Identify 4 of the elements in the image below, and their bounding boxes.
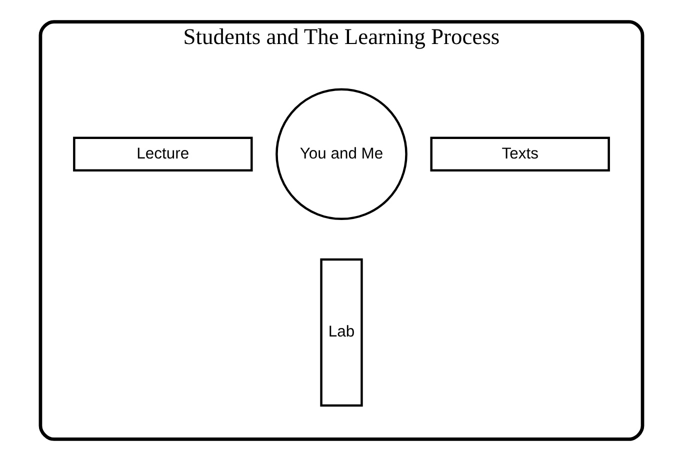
- node-box: Lab: [320, 258, 362, 407]
- node-box: Lecture: [72, 136, 252, 172]
- node-box: Texts: [430, 136, 610, 172]
- node-circle: You and Me: [275, 88, 407, 220]
